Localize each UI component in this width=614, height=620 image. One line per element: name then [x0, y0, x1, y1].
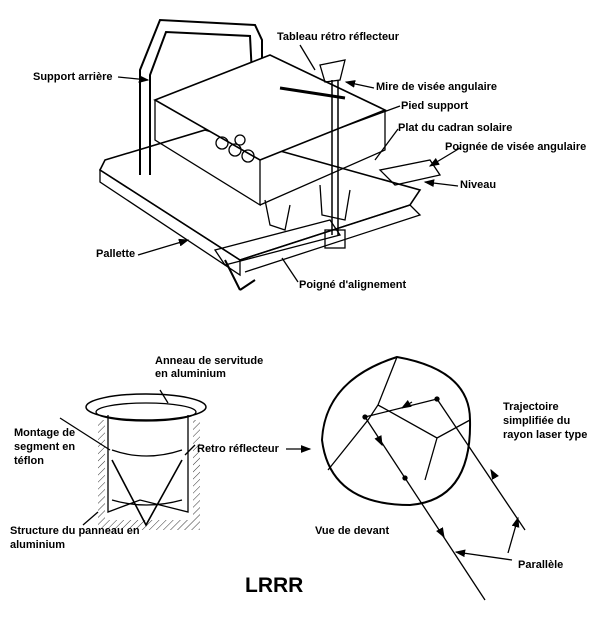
label-trajectoire-3: rayon laser type [503, 429, 588, 441]
cross-section-drawing [59, 389, 207, 530]
label-montage-2: segment en [14, 441, 76, 453]
label-pallette: Pallette [96, 248, 136, 260]
sundial-plate-drawing [378, 159, 442, 186]
label-montage-1: Montage de [14, 427, 76, 439]
label-structure-2: aluminium [10, 539, 66, 551]
label-plat-cadran: Plat du cadran solaire [398, 122, 513, 134]
label-trajectoire-2: simplifiée du [503, 415, 571, 427]
label-support-arriere: Support arrière [33, 71, 113, 83]
label-poigne-alignement: Poigné d'alignement [299, 279, 407, 291]
label-anneau-1: Anneau de servitude [155, 355, 264, 367]
label-montage-3: téflon [14, 455, 44, 467]
label-structure-1: Structure du panneau en [10, 525, 140, 537]
label-parallele: Parallèle [518, 559, 564, 571]
label-poignee-visee: Poignée de visée angulaire [445, 141, 587, 153]
rear-support-drawing [139, 18, 263, 175]
label-tableau-retro-reflecteur: Tableau rétro réflecteur [277, 31, 400, 43]
retro-reflector-panel-drawing [153, 54, 387, 231]
diagram-title: LRRR [245, 574, 304, 597]
top-leader-lines [117, 44, 461, 283]
label-retro-reflecteur: Retro réflecteur [197, 443, 279, 455]
label-anneau-2: en aluminium [155, 368, 226, 380]
cube-corner-front-view [320, 355, 526, 601]
label-niveau: Niveau [460, 179, 497, 191]
support-pole-drawing [279, 59, 346, 249]
label-pied-support: Pied support [401, 100, 469, 112]
label-mire-visee: Mire de visée angulaire [376, 81, 498, 93]
label-vue-devant: Vue de devant [315, 525, 390, 537]
label-trajectoire-1: Trajectoire [503, 401, 559, 413]
